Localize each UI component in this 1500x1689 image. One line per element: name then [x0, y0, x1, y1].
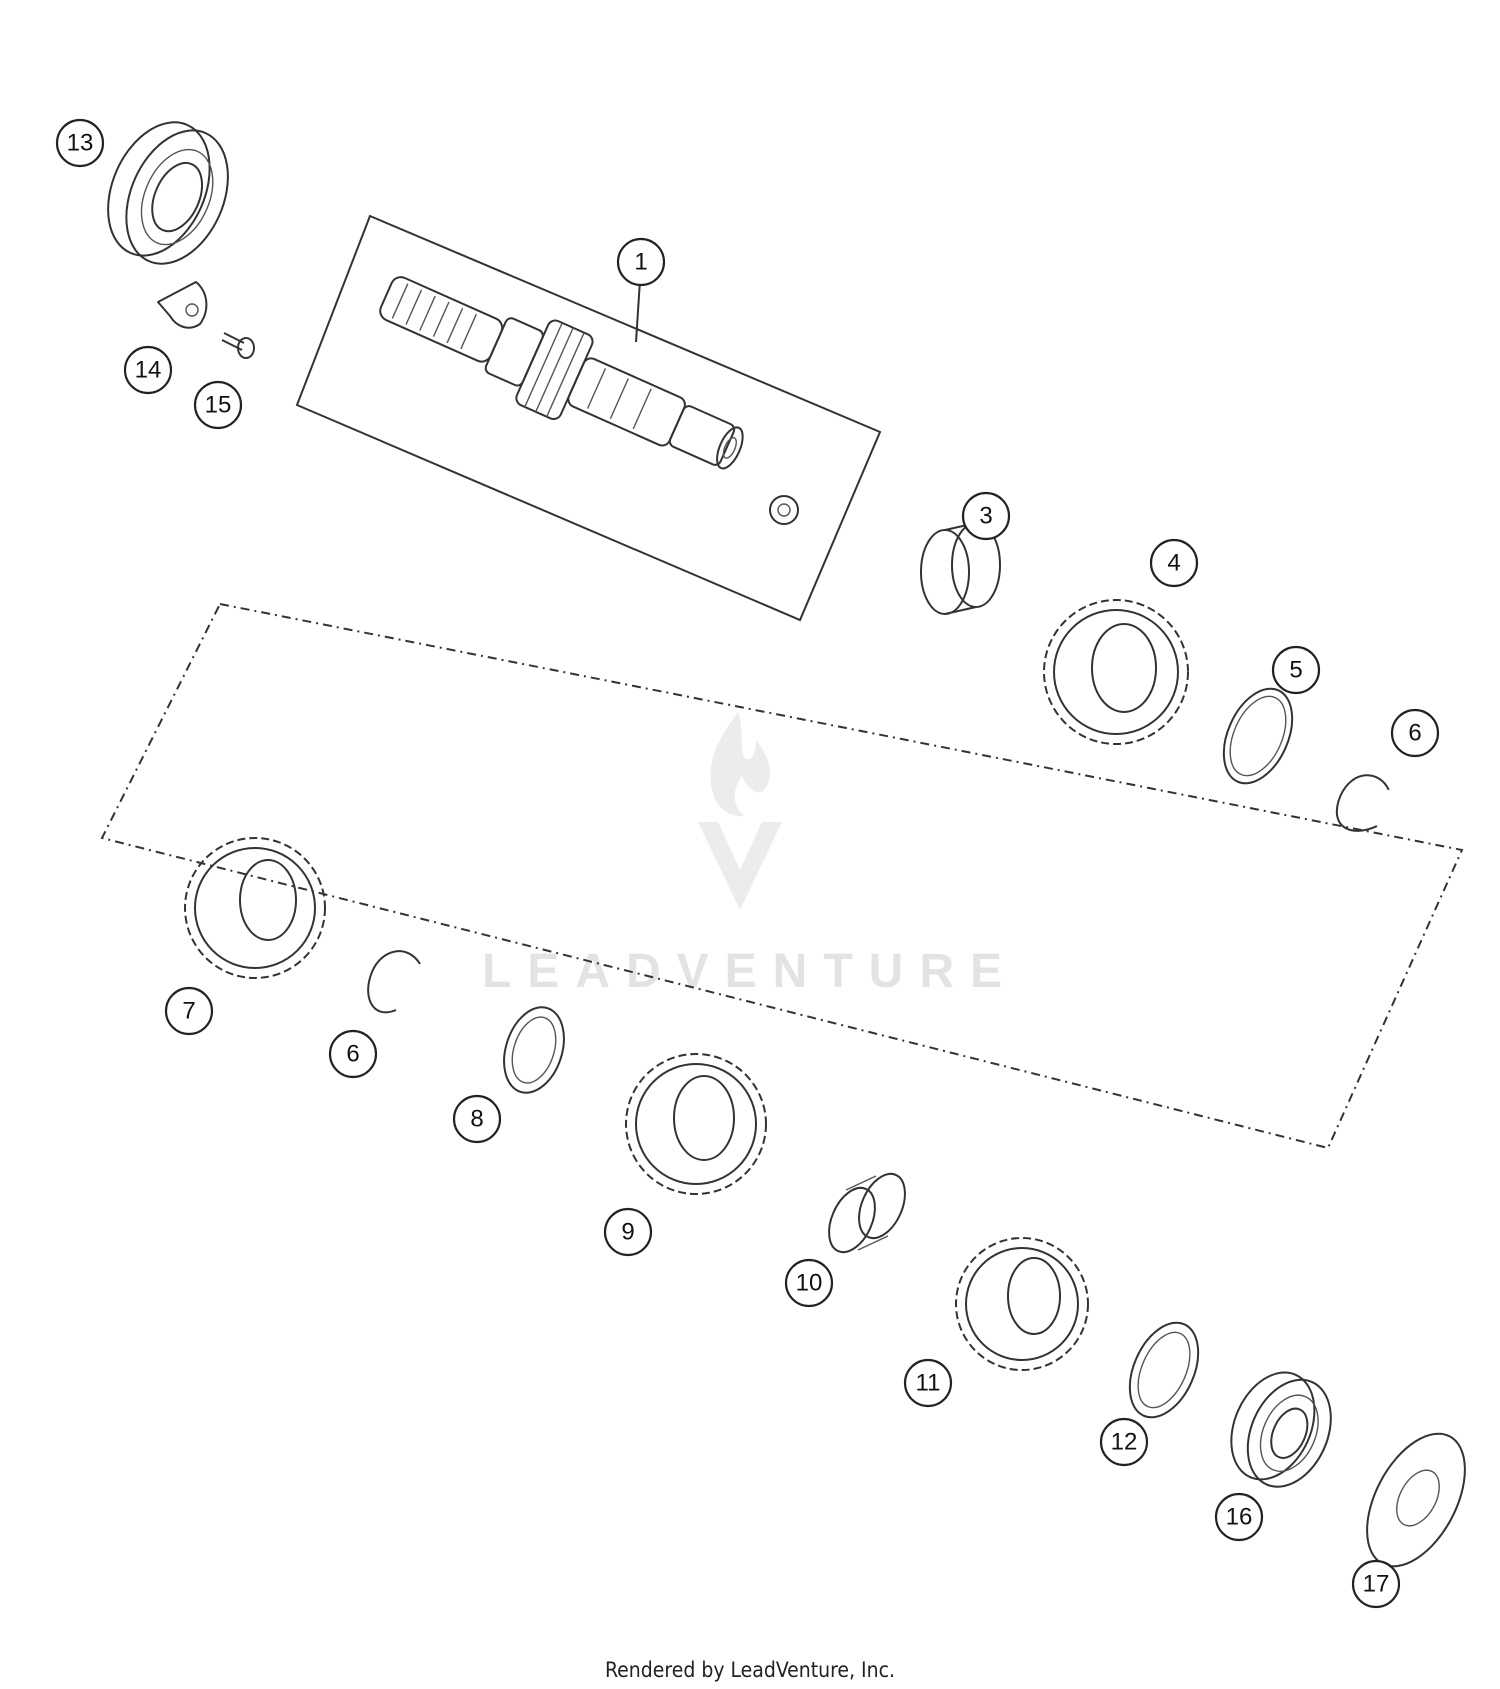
callout-16[interactable]: 16: [1214, 1492, 1264, 1542]
washer-8: [503, 1006, 565, 1094]
callout-label: 16: [1226, 1504, 1253, 1531]
callout-label: 6: [346, 1041, 359, 1068]
footer-credit: Rendered by LeadVenture, Inc.: [605, 1658, 895, 1682]
callout-label: 13: [67, 130, 94, 157]
callout-6-top[interactable]: 6: [1390, 708, 1440, 758]
callout-10[interactable]: 10: [784, 1258, 834, 1308]
leader-line-1: [635, 279, 641, 343]
callout-label: 9: [621, 1219, 634, 1246]
callout-label: 14: [135, 357, 162, 384]
callout-label: 12: [1111, 1429, 1138, 1456]
shaft-nut: [769, 495, 799, 525]
callout-17[interactable]: 17: [1351, 1559, 1401, 1609]
callout-label: 10: [796, 1270, 823, 1297]
callout-label: 3: [979, 503, 992, 530]
bearing-16: [1230, 1371, 1332, 1488]
circlip-6-top: [1335, 774, 1390, 832]
callout-label: 15: [205, 392, 232, 419]
washer-5: [1222, 687, 1294, 785]
callout-label: 1: [634, 249, 647, 276]
callout-label: 11: [916, 1370, 941, 1397]
washer-12: [1128, 1321, 1200, 1419]
shim-17: [1366, 1432, 1466, 1568]
callout-5[interactable]: 5: [1271, 645, 1321, 695]
callout-12[interactable]: 12: [1099, 1417, 1149, 1467]
callout-label: 7: [182, 998, 195, 1025]
bearing-top: [107, 121, 229, 265]
callout-9[interactable]: 9: [603, 1207, 653, 1257]
gear-11: [955, 1237, 1089, 1371]
callout-15[interactable]: 15: [193, 380, 243, 430]
circlip-6-bottom: [367, 950, 421, 1014]
callout-3[interactable]: 3: [961, 491, 1011, 541]
locking-plate: [157, 281, 208, 329]
callout-4[interactable]: 4: [1149, 538, 1199, 588]
callout-7[interactable]: 7: [164, 986, 214, 1036]
callout-13[interactable]: 13: [55, 118, 105, 168]
main-shaft: [379, 276, 744, 470]
gear-7: [184, 837, 326, 979]
callout-label: 6: [1408, 720, 1421, 747]
screw: [221, 332, 255, 359]
needle-bearing-10: [828, 1172, 906, 1254]
gear-4: [1043, 599, 1189, 745]
callout-label: 5: [1289, 657, 1302, 684]
assembly-outline: [100, 602, 1464, 1150]
callout-label: 4: [1167, 550, 1180, 577]
callout-label: 8: [470, 1106, 483, 1133]
callout-1[interactable]: 1: [616, 237, 666, 287]
watermark-text: LEADVENTURE: [482, 945, 1018, 998]
shaft-group-box: [295, 214, 882, 622]
callout-label: 17: [1363, 1571, 1390, 1598]
callout-8[interactable]: 8: [452, 1094, 502, 1144]
callout-14[interactable]: 14: [123, 345, 173, 395]
leadventure-logo-icon: [698, 712, 782, 910]
watermark: LEADVENTURE: [482, 712, 1018, 998]
gear-9: [625, 1053, 767, 1195]
callout-11[interactable]: 11: [903, 1358, 953, 1408]
callout-6-bottom[interactable]: 6: [328, 1029, 378, 1079]
